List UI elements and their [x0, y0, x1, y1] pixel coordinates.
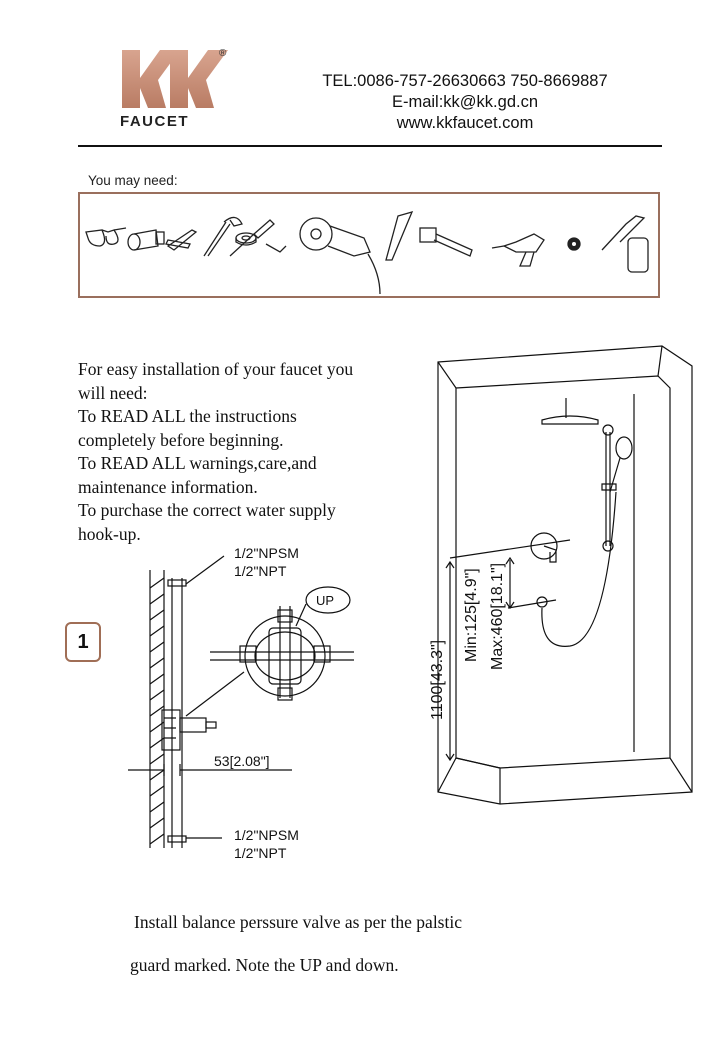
- shower-niche: [437, 345, 693, 805]
- intro-line: To READ ALL warnings,care,and: [78, 453, 317, 473]
- chisel-icon: [385, 211, 414, 261]
- contact-tel: TEL:0086-757-26630663 750-8669887: [322, 72, 608, 90]
- supply-pipe: [167, 578, 187, 848]
- contact-website: www.kkfaucet.com: [396, 114, 534, 132]
- registered-mark: ®: [219, 48, 227, 59]
- bottom-thread-npt: 1/2"NPT: [234, 845, 287, 861]
- depth-label: 53[2.08"]: [214, 753, 270, 769]
- rain-shower-head: [541, 398, 599, 425]
- thread-seal-icon: [567, 237, 581, 251]
- caulk-gun-icon: [601, 215, 649, 273]
- install-note-line-1: Install balance perssure valve as per th…: [134, 912, 462, 932]
- valve-body-side: [161, 709, 217, 751]
- bottom-thread-npsm: 1/2"NPSM: [234, 827, 299, 843]
- max-dimension-label: Max:460[18.1"]: [489, 563, 506, 670]
- drill-icon: [491, 233, 545, 267]
- intro-line: To READ ALL the instructions: [78, 406, 297, 426]
- intro-line: completely before beginning.: [78, 429, 284, 450]
- install-note-line-2: guard marked. Note the UP and down.: [130, 955, 399, 975]
- hand-shower: [609, 436, 633, 493]
- intro-line: For easy installation of your faucet you: [78, 359, 354, 379]
- min-dimension-label: Min:125[4.9"]: [463, 568, 480, 662]
- hose-connector: [536, 491, 617, 647]
- up-callout: [295, 586, 351, 627]
- kk-logo-icon: [122, 50, 228, 108]
- step-number-badge: 1: [65, 622, 101, 662]
- height-dimension-label: 1100[43.3"]: [429, 640, 446, 720]
- flashlight-icon: [127, 229, 165, 251]
- adjustable-wrench-icon: [203, 216, 243, 257]
- shower-diagram: Min:125[4.9"] Max:460[18.1"] 1100[43.3"]: [429, 345, 693, 805]
- safety-glasses-icon: [85, 227, 127, 247]
- intro-line: will need:: [78, 382, 148, 403]
- header-divider: [78, 145, 662, 147]
- top-thread-npsm: 1/2"NPSM: [234, 548, 299, 561]
- hammer-icon: [419, 227, 473, 257]
- depth-dimension: [128, 764, 292, 776]
- tools-box: [78, 192, 660, 298]
- contact-email: E-mail:kk@kk.gd.cn: [391, 93, 539, 111]
- logo-wordmark: FAUCET: [120, 113, 189, 130]
- screwdriver-icon: [229, 219, 275, 257]
- top-thread-npt: 1/2"NPT: [234, 563, 287, 579]
- up-label: UP: [316, 593, 334, 608]
- valve-front-view: [210, 606, 354, 701]
- valve-diagram: 1/2"NPSM 1/2"NPT 53[2.08"] 1/2"NPSM 1/2"…: [128, 548, 354, 861]
- intro-line: To purchase the correct water supply: [78, 500, 336, 520]
- slide-bar: [601, 424, 617, 552]
- valve-trim: [530, 532, 558, 563]
- pliers-icon: [165, 229, 198, 251]
- intro-line: hook-up.: [78, 523, 141, 544]
- circular-saw-icon: [299, 217, 381, 295]
- intro-line: maintenance information.: [78, 476, 258, 497]
- intro-instructions: For easy installation of your faucet you…: [78, 358, 408, 546]
- wall-section: [149, 570, 165, 848]
- dimension-lines: [445, 539, 571, 762]
- tools-label: You may need:: [88, 173, 178, 188]
- hex-key-icon: [265, 243, 287, 253]
